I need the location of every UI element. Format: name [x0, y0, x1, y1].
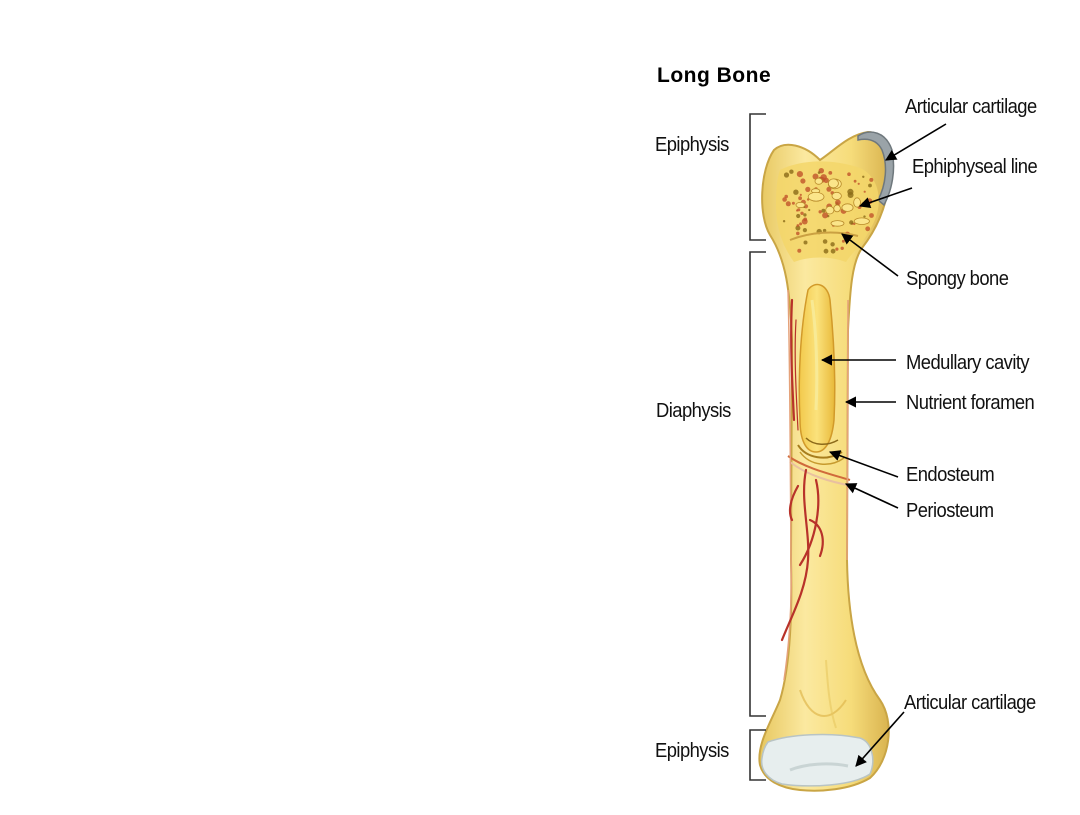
spongy-dot: [783, 172, 790, 178]
spongy-dot: [785, 201, 791, 207]
spongy-dot: [869, 213, 874, 218]
label-epiphysis-bottom: Epiphysis: [655, 740, 729, 762]
spongy-dot: [793, 189, 799, 195]
spongy-dot: [799, 193, 802, 196]
label-medullary-cavity: Medullary cavity: [906, 352, 1030, 374]
spongy-dot: [853, 179, 857, 183]
spongy-dot: [796, 171, 804, 178]
articular-cartilage-bottom: [760, 733, 874, 787]
spongy-trabecula: [814, 177, 823, 185]
spongy-trabecula: [828, 178, 839, 189]
label-spongy-bone: Spongy bone: [906, 268, 1009, 290]
label-articular-cartilage-bottom: Articular cartilage: [904, 692, 1036, 714]
spongy-dot: [818, 210, 822, 214]
spongy-trabecula: [807, 192, 825, 202]
spongy-dot: [822, 228, 827, 233]
spongy-dot: [796, 231, 800, 236]
spongy-trabecula: [853, 217, 870, 225]
bracket-diaphysis: [749, 251, 766, 717]
spongy-dot: [847, 172, 851, 176]
spongy-trabecula: [833, 204, 841, 213]
label-endosteum: Endosteum: [906, 464, 995, 486]
spongy-trabecula: [841, 203, 854, 212]
spongy-dot: [800, 211, 804, 215]
spongy-trabecula: [830, 220, 845, 227]
spongy-dot: [835, 199, 841, 206]
diagram-title: Long Bone: [657, 64, 772, 87]
spongy-trabecula: [831, 191, 842, 201]
spongy-dot: [857, 182, 860, 185]
spongy-dot: [835, 247, 839, 251]
spongy-dot: [865, 226, 871, 232]
spongy-dot: [782, 197, 787, 202]
spongy-dot: [782, 220, 786, 223]
spongy-dot: [822, 212, 829, 219]
spongy-dot: [830, 242, 835, 247]
spongy-dot: [840, 246, 844, 250]
label-diaphysis: Diaphysis: [656, 400, 731, 422]
spongy-dot: [796, 224, 800, 227]
spongy-dot: [798, 196, 802, 201]
blood-vessels: [780, 298, 824, 642]
spongy-dot: [849, 220, 854, 225]
spongy-dot: [808, 208, 811, 212]
label-nutrient-foramen: Nutrient foramen: [906, 392, 1035, 414]
spongy-dot: [802, 228, 808, 233]
spongy-dot: [863, 215, 866, 218]
bracket-epiphysis-top: [749, 113, 766, 241]
spongy-trabecula: [853, 197, 861, 208]
bracket-epiphysis-bottom: [749, 729, 766, 781]
spongy-dot: [841, 239, 845, 243]
spongy-dot: [826, 186, 832, 192]
leader-lines: [820, 123, 947, 767]
spongy-dot: [869, 177, 874, 182]
spongy-dot: [863, 190, 866, 193]
spongy-dot: [803, 240, 808, 245]
spongy-dot: [821, 208, 826, 213]
spongy-dot: [801, 218, 808, 225]
spongy-dot: [828, 171, 833, 175]
spongy-dot: [795, 225, 801, 231]
spongy-trabecula: [825, 205, 835, 215]
periosteum-edge: [787, 455, 851, 481]
spongy-dot: [853, 222, 856, 226]
spongy-dot: [862, 175, 865, 178]
spongy-dot: [796, 213, 801, 219]
spongy-dot: [791, 201, 795, 205]
spongy-dot: [803, 213, 807, 217]
spongy-dot: [800, 178, 806, 184]
label-epiphysis-top: Epiphysis: [655, 134, 729, 156]
label-periosteum: Periosteum: [906, 500, 994, 522]
spongy-trabecula: [795, 201, 806, 209]
label-epiphyseal-line: Ephiphyseal line: [912, 156, 1038, 178]
spongy-dot: [868, 183, 872, 188]
spongy-dot: [797, 208, 801, 212]
spongy-dot: [823, 248, 829, 254]
label-articular-cartilage-top: Articular cartilage: [905, 96, 1037, 118]
spongy-dot: [805, 186, 811, 192]
region-brackets: [749, 113, 766, 781]
spongy-dot: [822, 239, 828, 244]
spongy-dot: [847, 192, 854, 198]
spongy-dot: [789, 169, 794, 174]
spongy-dot: [817, 171, 821, 174]
spongy-dot: [799, 222, 803, 226]
spongy-dot: [823, 177, 829, 183]
spongy-dot: [830, 248, 836, 254]
spongy-dot: [797, 248, 802, 253]
